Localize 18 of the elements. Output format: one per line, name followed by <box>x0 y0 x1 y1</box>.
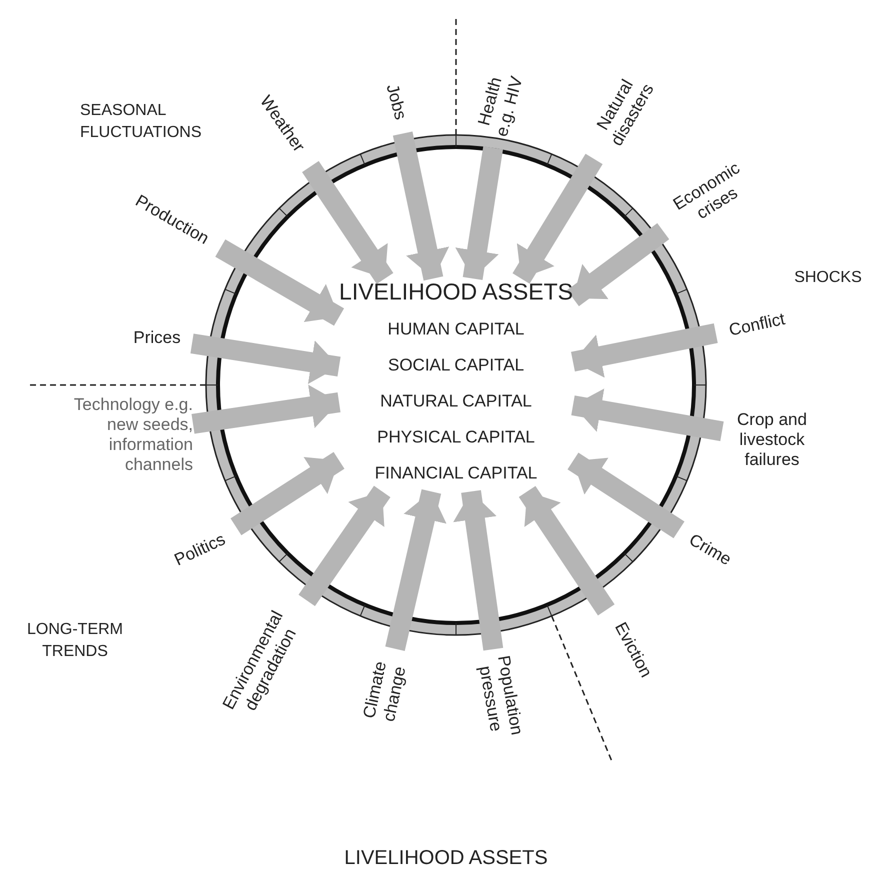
heading: LIVELIHOOD ASSETS <box>339 278 573 306</box>
factor-label: Health e.g. HIV <box>470 60 530 148</box>
factor-label: Conflict <box>716 306 798 344</box>
capital-label: NATURAL CAPITAL <box>379 390 533 412</box>
factor-label: Population pressure <box>472 649 528 745</box>
caption: LIVELIHOOD ASSETS <box>344 848 548 868</box>
capital-label: PHYSICAL CAPITAL <box>376 426 536 448</box>
factor-label: Prices <box>122 328 192 348</box>
factor-label: Technology e.g. new seeds, information channels <box>43 395 193 475</box>
capital-label: SOCIAL CAPITAL <box>386 354 526 376</box>
factor-label: Jobs <box>378 70 414 134</box>
capital-label: FINANCIAL CAPITAL <box>374 462 538 484</box>
category-label: LONG-TERM TRENDS <box>26 620 124 662</box>
category-label: SHOCKS <box>793 268 863 288</box>
factor-label: Crop and livestock failures <box>722 410 822 470</box>
capital-label: HUMAN CAPITAL <box>386 318 526 340</box>
category-label: SEASONAL FLUCTUATIONS <box>80 101 202 143</box>
factor-label: Climate change <box>357 648 413 736</box>
